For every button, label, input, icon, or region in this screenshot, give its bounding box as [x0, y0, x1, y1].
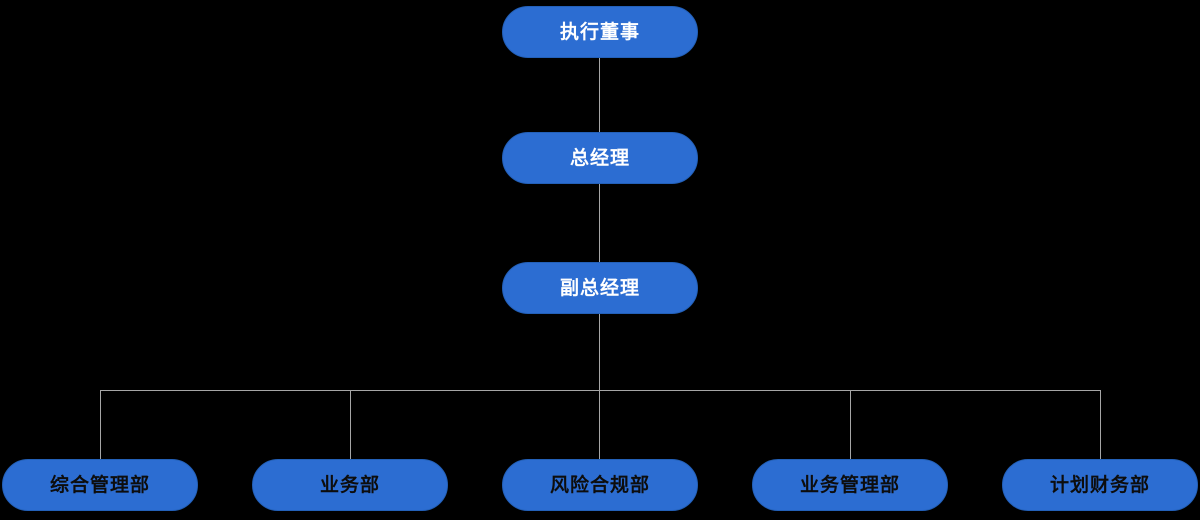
node-dept-risk-compliance-label: 风险合规部: [549, 474, 650, 496]
node-executive-director[interactable]: 执行董事: [502, 6, 698, 58]
connector-drop-dept-1: [100, 390, 101, 459]
node-general-manager[interactable]: 总经理: [502, 132, 698, 184]
connector-gm-to-dgm: [599, 184, 600, 262]
node-dept-business-label: 业务部: [319, 474, 380, 496]
node-deputy-general-manager-label: 副总经理: [559, 277, 640, 299]
node-dept-business-management-label: 业务管理部: [799, 474, 900, 496]
node-dept-business[interactable]: 业务部: [252, 459, 448, 511]
connector-horizontal-bus: [100, 390, 1100, 391]
connector-dgm-to-bus: [599, 314, 600, 390]
node-dept-business-management[interactable]: 业务管理部: [752, 459, 948, 511]
connector-drop-dept-3: [599, 390, 600, 459]
node-dept-general-administration[interactable]: 综合管理部: [2, 459, 198, 511]
connector-drop-dept-2: [350, 390, 351, 459]
connector-drop-dept-4: [850, 390, 851, 459]
node-dept-general-administration-label: 综合管理部: [49, 474, 150, 496]
connector-drop-dept-5: [1100, 390, 1101, 459]
node-dept-planning-finance[interactable]: 计划财务部: [1002, 459, 1198, 511]
node-executive-director-label: 执行董事: [559, 21, 640, 43]
node-dept-planning-finance-label: 计划财务部: [1049, 474, 1150, 496]
node-dept-risk-compliance[interactable]: 风险合规部: [502, 459, 698, 511]
node-deputy-general-manager[interactable]: 副总经理: [502, 262, 698, 314]
connector-exec-to-gm: [599, 58, 600, 132]
node-general-manager-label: 总经理: [569, 147, 630, 169]
